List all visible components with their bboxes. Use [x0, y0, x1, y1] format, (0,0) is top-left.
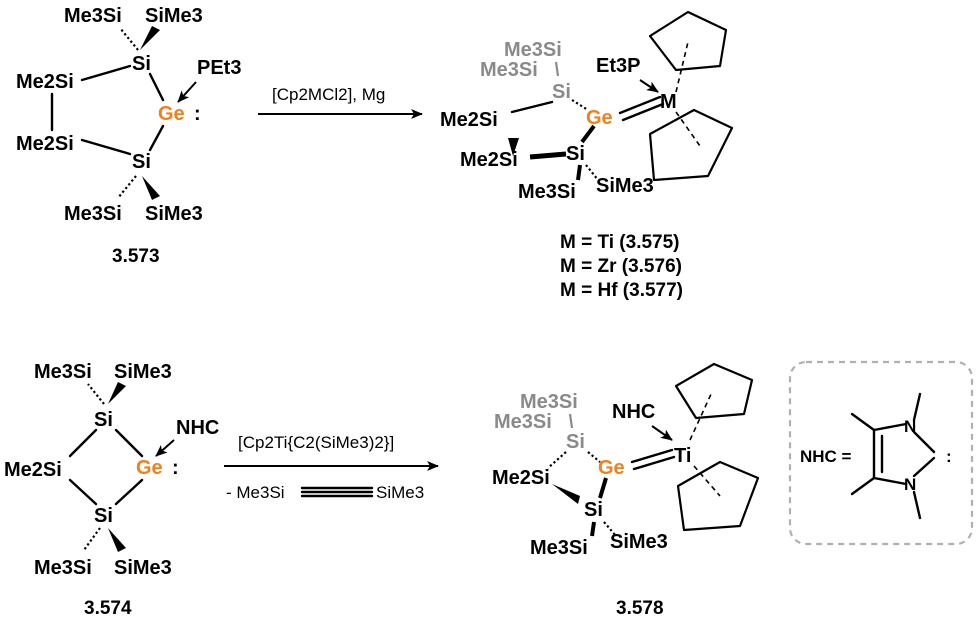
compound-id: 3.578 [616, 598, 664, 619]
svg-text::: : [194, 103, 201, 125]
methyl [912, 490, 922, 520]
hash-bond [87, 383, 105, 405]
dative-bond [177, 81, 197, 103]
label-me3si: Me3Si [518, 181, 576, 203]
bold-bond [598, 477, 608, 499]
label-sime3: SiMe3 [114, 361, 172, 383]
label-sime3: SiMe3 [145, 5, 203, 27]
compound-id: 3.574 [84, 598, 132, 619]
label-si: Si [552, 81, 571, 103]
dative-bond [639, 79, 659, 93]
label-me2si: Me2Si [16, 71, 74, 93]
label-n: N [904, 417, 916, 436]
label-me2si: Me2Si [460, 149, 518, 171]
bold-bond [529, 151, 567, 160]
hash-bond [571, 99, 589, 111]
compound-id: 3.573 [112, 246, 160, 267]
label-pet3: PEt3 [197, 57, 241, 79]
dative-bond [155, 439, 175, 457]
label-si: Si [132, 53, 151, 75]
byproduct-right: SiMe3 [376, 483, 424, 502]
label-n: N [904, 475, 916, 494]
label-ge: Ge [598, 457, 625, 479]
dash-bond [693, 465, 721, 497]
label-me2si: Me2Si [492, 467, 550, 489]
product-label: M = Ti (3.575) [560, 232, 680, 253]
label-ti: Ti [674, 445, 691, 467]
wedge-bond [508, 138, 519, 156]
svg-text::: : [172, 457, 179, 479]
cp-ring-top [674, 362, 754, 420]
cp-ring-bottom [648, 108, 734, 182]
label-me2si: Me2Si [440, 109, 498, 131]
label-sime3: SiMe3 [145, 203, 203, 225]
label-ge: Ge [136, 457, 163, 479]
wedge-bond [140, 26, 160, 50]
label-me3si: Me3Si [64, 203, 122, 225]
dash-bond [675, 111, 701, 147]
hash-bond [603, 521, 617, 537]
reagent-label: [Cp2MCl2], Mg [272, 85, 385, 104]
label-sime3: SiMe3 [596, 175, 654, 197]
hash-bond [117, 175, 137, 199]
wedge-bond [108, 382, 126, 404]
label-me3si: Me3Si [494, 411, 552, 433]
label-sime3: SiMe3 [610, 531, 668, 553]
label-m: M [660, 91, 677, 113]
wedge-bond [108, 528, 126, 552]
reagent-label: [Cp2Ti{C2(SiMe3)2}] [238, 433, 394, 452]
product-label: M = Zr (3.576) [560, 256, 682, 277]
reaction-arrow-2: [Cp2Ti{C2(SiMe3)2}] - Me3Si SiMe3 [224, 433, 439, 502]
label-me2si: Me2Si [16, 133, 74, 155]
label-me3si: Me3Si [64, 5, 122, 27]
compound-3575: Me3Si Me3Si Si Ge M Et3P Me2Si Me2Si Si … [440, 10, 734, 301]
dative-bond [651, 425, 673, 441]
label-me3si: Me3Si [480, 59, 538, 81]
nhc-definition: NHC = N N : [788, 360, 974, 546]
byproduct-left: - Me3Si [226, 483, 285, 502]
hash-bond [119, 27, 139, 51]
nhc-box [788, 360, 974, 546]
label-me3si: Me3Si [520, 391, 578, 413]
nhc-equals-label: NHC = [800, 447, 852, 466]
label-ge: Ge [158, 103, 185, 125]
label-nhc: NHC [176, 417, 219, 439]
svg-text::: : [946, 447, 952, 466]
methyl [850, 412, 876, 432]
cp-ring-top [648, 10, 728, 72]
compound-3578: Me3Si Me3Si Si Ge Ti NHC Me2Si Si Me3Si … [492, 362, 760, 619]
label-si: Si [566, 143, 585, 165]
hash-bond [547, 451, 567, 469]
product-label: M = Hf (3.577) [560, 280, 683, 301]
wedge-bond [552, 484, 580, 504]
methyl [912, 392, 922, 422]
wedge-bond [142, 176, 160, 200]
label-ge: Ge [586, 107, 613, 129]
label-nhc: NHC [612, 401, 655, 423]
reaction-arrow-1: [Cp2MCl2], Mg [258, 85, 423, 119]
methyl [850, 476, 876, 496]
hash-bond [83, 527, 101, 551]
label-si: Si [94, 409, 113, 431]
bold-bond [580, 124, 596, 144]
label-sime3: SiMe3 [114, 557, 172, 579]
label-me3si: Me3Si [34, 557, 92, 579]
label-si: Si [584, 499, 603, 521]
label-si: Si [566, 431, 585, 453]
label-me3si: Me3Si [34, 361, 92, 383]
hash-bond [585, 164, 599, 181]
label-me3si: Me3Si [530, 537, 588, 559]
label-me2si: Me2Si [4, 459, 62, 481]
cp-ring-bottom [676, 460, 760, 532]
label-si: Si [94, 505, 113, 527]
compound-3574: Me3Si SiMe3 Si Me2Si Ge : NHC Si Me3Si S… [4, 361, 219, 619]
label-me3si: Me3Si [504, 39, 562, 61]
compound-3573: Me3Si SiMe3 Si Me2Si Me2Si Ge : PEt3 Si … [16, 5, 241, 267]
label-et3p: Et3P [596, 55, 640, 77]
label-si: Si [132, 151, 151, 173]
